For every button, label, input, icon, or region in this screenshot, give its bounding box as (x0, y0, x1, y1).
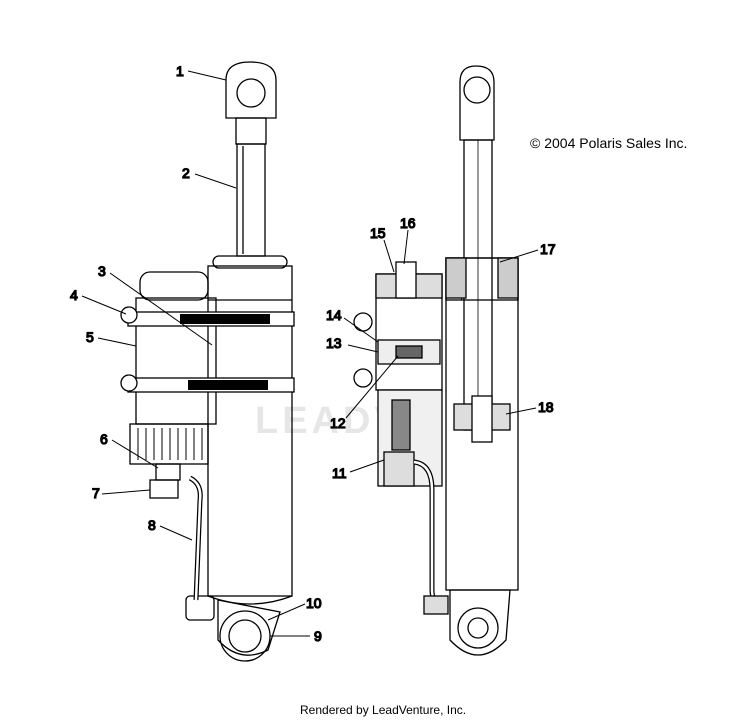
cutaway-top-eyelet (459, 65, 495, 141)
callout-15: 15 (370, 225, 386, 241)
cutaway-bottom-fitting (423, 595, 449, 615)
leader-lines (81, 70, 539, 637)
callout-6: 6 (100, 431, 108, 447)
cutaway-shock (353, 65, 519, 656)
valve-nut (155, 463, 181, 481)
clamp-bolt-upper (120, 306, 138, 324)
callout-4: 4 (70, 287, 78, 303)
callout-10: 10 (306, 595, 322, 611)
copyright-notice: © 2004 Polaris Sales Inc. (530, 135, 688, 151)
callouts: 1 2 3 4 5 6 7 8 9 10 11 12 13 14 15 16 1… (69, 62, 556, 644)
assembled-shock (120, 61, 295, 662)
callout-9: 9 (314, 628, 322, 644)
top-eyelet-hole (236, 78, 266, 108)
callout-16: 16 (400, 215, 416, 231)
piston-shaft (236, 143, 266, 257)
callout-5: 5 (86, 329, 94, 345)
render-credit: Rendered by LeadVenture, Inc. (300, 703, 467, 717)
callout-2: 2 (182, 165, 190, 181)
callout-13: 13 (326, 335, 342, 351)
clamp-bolt-lower (120, 374, 138, 392)
bottom-fitting (185, 595, 215, 621)
callout-14: 14 (326, 307, 342, 323)
reservoir-cap (139, 271, 209, 301)
shock-body-cap (212, 255, 288, 269)
callout-11: 11 (332, 465, 347, 481)
bottom-eyelet-outer (219, 610, 271, 662)
valve-fitting (149, 479, 179, 499)
callout-18: 18 (538, 399, 554, 415)
top-eyelet (225, 61, 277, 119)
callout-3: 3 (98, 263, 106, 279)
callout-12: 12 (330, 415, 346, 431)
bottom-eyelet-inner (228, 619, 262, 653)
watermark: LEADV (255, 400, 404, 442)
seal-head (445, 257, 467, 299)
bottom-mount (217, 599, 281, 656)
callout-17: 17 (540, 241, 556, 257)
callout-8: 8 (148, 517, 156, 533)
callout-7: 7 (92, 485, 100, 501)
cutaway-bottom-mount (449, 589, 511, 656)
eyelet-collar (235, 117, 267, 145)
callout-1: 1 (176, 63, 184, 79)
